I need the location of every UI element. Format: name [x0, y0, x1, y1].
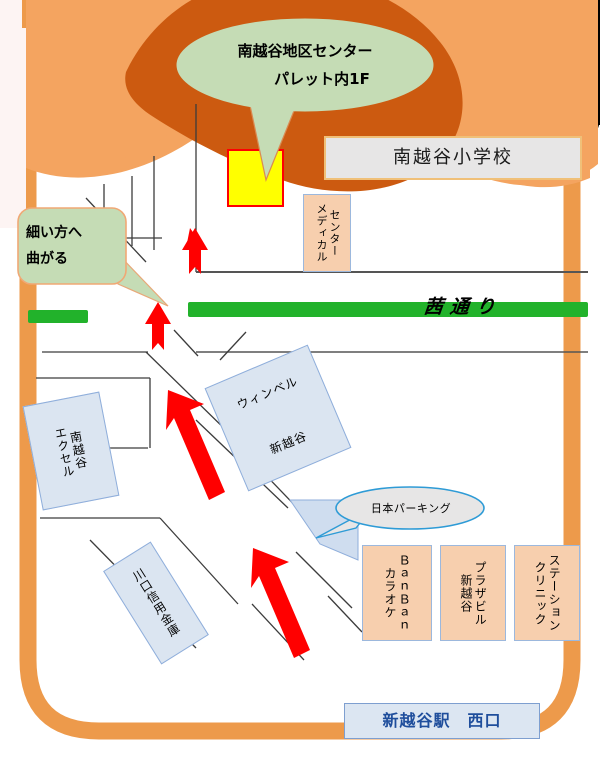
building-karaoke-banban: カラオケ ＢａｎＢａｎ: [362, 545, 432, 641]
callout-center-line1: 南越谷地区センター: [237, 42, 373, 60]
shop-karaoke-col1: カラオケ: [383, 567, 397, 619]
left-edge-tint: [0, 28, 26, 228]
street-network: [36, 104, 588, 661]
school-label-text: 南越谷小学校: [393, 147, 513, 169]
shop-plaza-col1: 新越谷: [459, 573, 473, 613]
callout-bubble-parking: [335, 486, 485, 530]
arrow-diagonal-lower: [251, 548, 310, 658]
callout-center-line2: パレット内1F: [274, 70, 370, 88]
arrow-up-junction: [145, 302, 171, 350]
school-label-box: 南越谷小学校: [324, 136, 582, 180]
shop-plaza-col2: プラザビル: [473, 560, 488, 626]
road-name-akane: 茜通り: [422, 296, 504, 318]
destination-building-highlight: [227, 149, 284, 207]
callout-center-text: 南越谷地区センター パレット内1F: [187, 40, 423, 89]
callout-turn-text: 細い方へ 曲がる: [26, 222, 120, 268]
building-winbell-col2: 新越谷: [267, 428, 310, 458]
callout-turn-line1: 細い方へ: [26, 225, 82, 241]
callout-bubble-turn: [17, 207, 127, 285]
station-label-text: 新越谷駅 西口: [382, 710, 502, 730]
building-clinic-station: クリニック ステーション: [514, 545, 580, 641]
medical-center-col2: センター: [327, 209, 341, 257]
shop-clinic-col1: クリニック: [533, 560, 547, 626]
top-left-partial-map: [0, 0, 22, 30]
parking-label-text: 日本パーキング: [370, 502, 452, 515]
building-shinkoshigaya-plaza: 新越谷 プラザビル: [440, 545, 506, 641]
callout-turn-line2: 曲がる: [26, 251, 68, 267]
shop-karaoke-col2: ＢａｎＢａｎ: [397, 554, 412, 632]
building-winbell-labels: ウィンベル 新越谷: [224, 348, 333, 489]
road-akane-segment-left: [28, 310, 88, 323]
building-winbell-col1: ウィンベル: [234, 373, 300, 413]
medical-center-col1: メディカル: [315, 203, 328, 263]
shop-clinic-col2: ステーション: [547, 554, 562, 632]
road-akane-main: [188, 302, 588, 317]
callout-bubble-center: [176, 18, 434, 112]
arrow-diagonal-upper: [166, 390, 225, 500]
station-label-box: 新越谷駅 西口: [344, 703, 540, 739]
building-medical-center: メディカル センター: [303, 194, 351, 272]
arrow-up-upper: [182, 228, 208, 274]
